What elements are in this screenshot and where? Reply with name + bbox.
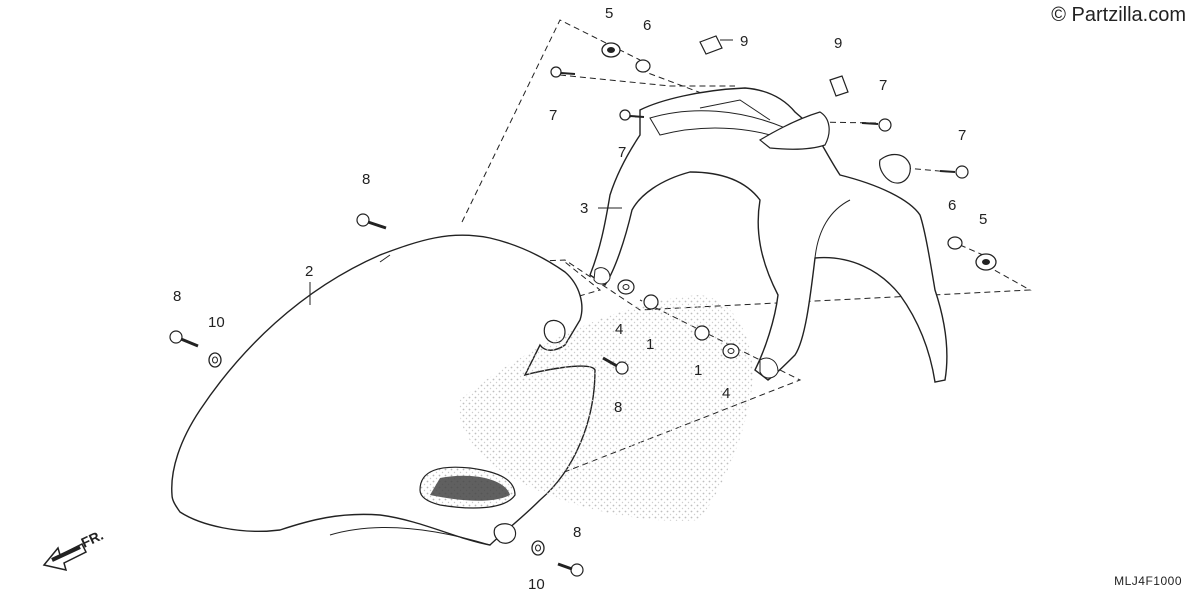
callout-6-top: 6 [643, 17, 651, 34]
callout-10-bottom: 10 [528, 576, 545, 593]
callout-8-b: 8 [173, 288, 181, 305]
collar-part-6-top [635, 59, 651, 73]
collar-part-1-right [694, 325, 710, 341]
callout-7-d: 7 [958, 127, 966, 144]
callout-6-right: 6 [948, 197, 956, 214]
screw-part-7-a [550, 66, 576, 78]
callout-1-right: 1 [694, 362, 702, 379]
bolt-part-8-b [169, 330, 199, 348]
washer-part-4-left [617, 279, 635, 295]
front-direction-arrow: FR. [42, 527, 106, 572]
clip-part-9-right [829, 75, 849, 97]
clip-part-9-left [699, 35, 723, 55]
callout-2: 2 [305, 263, 313, 280]
watermark-text: © Partzilla.com [1051, 4, 1186, 26]
callout-5-right: 5 [979, 211, 987, 228]
callout-8-a: 8 [362, 171, 370, 188]
bolt-part-8-c [602, 356, 629, 375]
leader-lines [309, 39, 733, 305]
inner-fender [589, 87, 948, 383]
washer-part-10-left [208, 352, 222, 368]
screw-part-7-b [619, 109, 645, 121]
callout-7-c: 7 [879, 77, 887, 94]
callout-1-left: 1 [646, 336, 654, 353]
bolt-part-8-d [557, 562, 584, 577]
collar-part-1-left [643, 294, 659, 310]
callout-7-a: 7 [549, 107, 557, 124]
screw-part-7-d [939, 165, 969, 179]
collar-part-6-right [947, 236, 963, 250]
grommet-part-5-top [601, 42, 621, 58]
callout-7-b: 7 [618, 144, 626, 161]
callout-4-right: 4 [722, 385, 730, 402]
callout-9-left: 9 [740, 33, 748, 50]
front-fender [171, 234, 596, 546]
screw-part-7-c [861, 118, 892, 132]
callout-4-left: 4 [615, 321, 623, 338]
diagram-code: MLJ4F1000 [1114, 574, 1182, 588]
callout-8-d: 8 [573, 524, 581, 541]
callout-3: 3 [580, 200, 588, 217]
bolt-part-8-a [356, 213, 387, 230]
callout-9-right: 9 [834, 35, 842, 52]
direction-label: FR. [79, 527, 106, 551]
callout-8-c: 8 [614, 399, 622, 416]
fender-shadow-stipple [459, 295, 753, 521]
callout-10-left: 10 [208, 314, 225, 331]
grommet-part-5-right [975, 253, 997, 271]
callout-5-top: 5 [605, 5, 613, 22]
washer-part-4-right [722, 343, 740, 359]
washer-part-10-bottom [531, 540, 545, 556]
